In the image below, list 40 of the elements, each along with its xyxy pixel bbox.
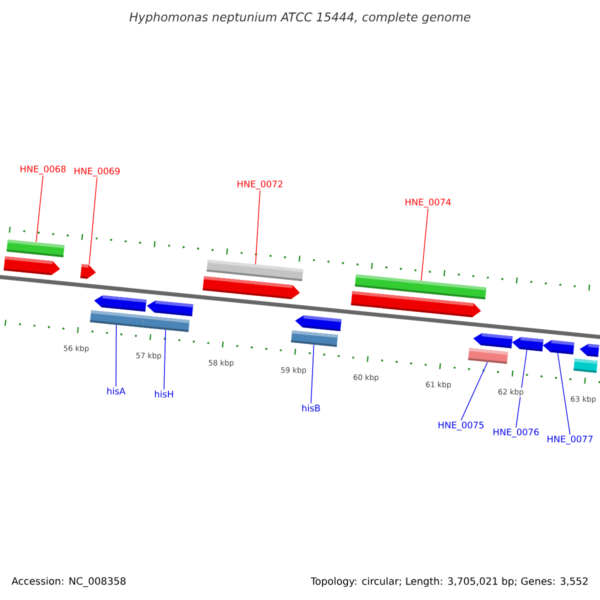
gene-label: HNE_0074 [406, 198, 451, 208]
leader-line [255, 190, 260, 265]
gene-bar [142, 316, 190, 332]
gene-bar [90, 310, 144, 328]
gene-feature [146, 300, 194, 316]
gene-label: hisH [154, 390, 173, 398]
gene-feature [4, 256, 60, 276]
gene-label: HNE_0076 [494, 428, 539, 438]
leader-line [516, 350, 528, 428]
gene-feature [295, 315, 342, 332]
leader-line [116, 324, 117, 387]
leader-line [557, 352, 570, 435]
gene-bar [354, 274, 486, 300]
gene-label: HNE_0072 [238, 180, 282, 190]
gene-feature [80, 264, 96, 279]
gene-bar [6, 240, 64, 258]
leader-line [310, 344, 314, 404]
title: Hyphomonas neptunium ATCC 15444, complete genome [130, 12, 470, 24]
leader-line [164, 330, 166, 390]
gene-feature [512, 337, 544, 352]
gene-label: HNE_0069 [74, 168, 120, 176]
gene-label: HNE_0068 [20, 166, 66, 174]
gene-feature [473, 333, 513, 348]
gene-label: HNE_0075 [438, 422, 484, 430]
gene-label: hisB [302, 404, 320, 412]
gene-label: hisA [107, 388, 126, 394]
gene-feature [94, 295, 146, 312]
gene-bar [468, 348, 508, 364]
gene-bar [206, 260, 304, 282]
gene-bar [574, 358, 598, 373]
genome-info-text: Topology: circular; Length: 3,705,021 bp; Genes: 3,552 [310, 577, 588, 587]
gene-bar [290, 330, 338, 347]
accession-text: Accession: NC_008358 [12, 577, 126, 587]
gene-feature [542, 340, 574, 354]
leader-line [460, 362, 488, 421]
leader-line [420, 208, 428, 282]
gene-feature [580, 344, 600, 357]
gene-label: HNE_0077 [548, 436, 593, 444]
leader-line [88, 177, 98, 266]
gene-feature [202, 276, 300, 300]
